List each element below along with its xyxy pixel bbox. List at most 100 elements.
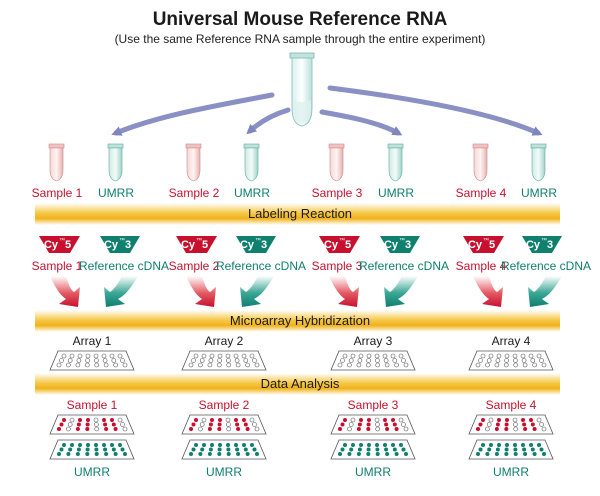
result-slides (49, 414, 554, 460)
labeled-sample-2: Sample 2 (169, 259, 220, 273)
sample-result-spot (486, 422, 492, 427)
umrr-result-spot (57, 452, 61, 456)
sample-result-spot (536, 417, 542, 423)
cy3-label-group-3: Cy ™ 3 (380, 236, 420, 253)
array-spot (217, 358, 222, 363)
array-spot (234, 358, 240, 363)
array-spot (366, 358, 371, 363)
umrr-result-spot (252, 447, 257, 452)
cy3-text-3: Cy (384, 239, 399, 251)
array-spot (249, 353, 255, 359)
umrr-result-spot (120, 447, 125, 452)
array-label-3: Array 3 (354, 334, 393, 348)
array-spot (85, 362, 90, 368)
array-spot (225, 353, 231, 359)
cy3-text-2: Cy (240, 239, 255, 251)
sample-result-spot (347, 426, 352, 432)
array-spot (109, 353, 115, 359)
umrr-result-spot (522, 447, 527, 452)
umrr-result-spot (86, 443, 90, 447)
cy5-text-4: Cy (468, 239, 483, 251)
array-spot (382, 353, 388, 359)
sample-result-spot (403, 426, 409, 432)
array-spot (188, 362, 194, 368)
sample-result-spot (67, 422, 73, 427)
cy3-num-3: 3 (405, 239, 411, 251)
umrr-result-spot (383, 443, 387, 447)
cy5-badge-2 (176, 236, 217, 253)
umrr-result-spot (343, 443, 347, 447)
umrr-result-spot (123, 452, 127, 456)
array-spot (394, 362, 399, 368)
sample-result-spot (512, 417, 518, 423)
sample-result-spot (504, 422, 509, 427)
sample-result-spot (348, 422, 354, 427)
teal-arrow-icon-2 (240, 276, 274, 307)
umrr-result-spot (243, 447, 248, 452)
sample-result-spot (103, 422, 108, 427)
umrr-result-spot (94, 452, 99, 456)
sample-result-spot (392, 422, 397, 427)
umrr-result-spot (191, 447, 196, 452)
umrr-result-spot (394, 452, 399, 456)
sample-result-spot (94, 426, 99, 432)
sample-result-spot (207, 427, 212, 431)
umrr-result-spot (513, 443, 517, 447)
umrr-result-spot (250, 443, 254, 447)
result-sample-label-1: Sample 1 (67, 398, 118, 412)
sample-tube-icon-1 (48, 143, 65, 182)
sample-result-spot (522, 422, 527, 427)
array-spot (532, 362, 537, 368)
sample-result-spot (66, 426, 71, 432)
umrr-result-spot (338, 452, 342, 456)
sample-result-spot (541, 426, 547, 432)
sample-result-spot (530, 422, 535, 427)
sample-tube-icon-4 (472, 143, 489, 182)
array-spot (111, 358, 117, 363)
sample-result-spot (69, 417, 75, 423)
sample-result-spot (374, 417, 380, 423)
sample-result-spot (367, 418, 371, 422)
array-spot (191, 358, 196, 363)
sample-result-spot (357, 422, 362, 427)
array-spot (390, 353, 396, 359)
cy3-badge-4 (522, 236, 562, 253)
sample-result-spot (375, 426, 381, 432)
array-spot (348, 358, 354, 363)
umrr-result-spot (366, 452, 371, 456)
sample-result-spot (513, 422, 518, 427)
array-spot (398, 353, 404, 359)
umrr-result-spot (255, 452, 259, 456)
umrr-result-spot (70, 443, 74, 447)
array-spot (485, 362, 490, 368)
red-arrow-icon-3 (329, 276, 359, 307)
umrr-result-spot (210, 443, 214, 447)
array-spot (201, 353, 207, 359)
umrr-result-spot (478, 447, 483, 452)
array-spot (520, 353, 526, 359)
sample-result-spot (208, 422, 213, 427)
array-spot (85, 358, 90, 363)
umrr-label-1: UMRR (98, 186, 134, 200)
sample-result-spot (521, 418, 525, 422)
cy5-text-1: Cy (44, 239, 59, 251)
teal-arrow-icon-4 (528, 276, 562, 307)
sample-result-spot (505, 418, 509, 422)
array-spot (122, 362, 128, 368)
cy3-tm-2: ™ (255, 237, 261, 244)
array-spot (383, 358, 389, 363)
teal-arrow-icon-3 (384, 276, 418, 307)
array-spot (75, 362, 81, 368)
cy3-label-group-1: Cy ™ 3 (100, 236, 140, 253)
array-spot (496, 353, 502, 359)
array-spot (207, 362, 213, 368)
sample-result-spot (398, 417, 404, 423)
umrr-tube-icon-3 (387, 143, 404, 182)
analysis-band (35, 373, 560, 395)
sample-result-spot (476, 427, 480, 431)
sample-result-spot (497, 418, 501, 422)
arrow-to-umrr-2 (246, 107, 291, 135)
sample-result-spot (245, 427, 250, 431)
umrr-tube-icon-4 (530, 143, 547, 182)
sample-result-spot (102, 418, 106, 422)
